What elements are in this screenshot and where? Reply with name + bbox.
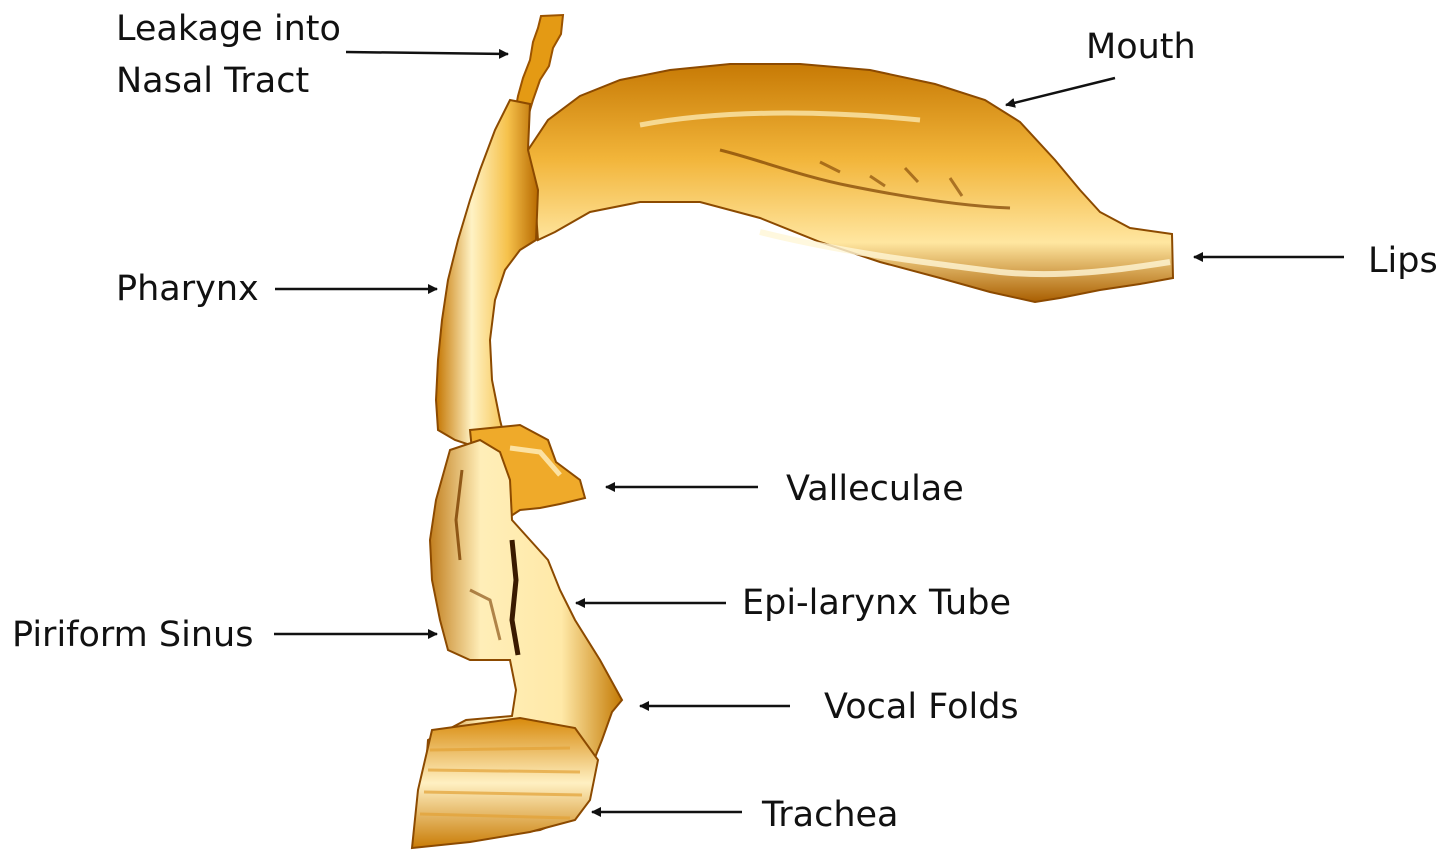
- label-leakage-line1: Leakage into: [116, 9, 341, 49]
- label-piriform: Piriform Sinus: [12, 615, 253, 655]
- vocal-tract-shape: [412, 15, 1173, 848]
- label-vocal-folds: Vocal Folds: [824, 687, 1019, 727]
- label-lips: Lips: [1368, 241, 1438, 281]
- label-leakage-line2: Nasal Tract: [116, 61, 309, 101]
- mouth-region: [528, 64, 1173, 302]
- trachea-region: [412, 718, 598, 848]
- label-trachea: Trachea: [761, 795, 898, 835]
- arrow-mouth: [1006, 78, 1115, 105]
- arrow-leakage: [346, 52, 508, 54]
- label-pharynx: Pharynx: [116, 269, 259, 309]
- pharynx-region: [436, 100, 538, 445]
- label-epi-larynx: Epi-larynx Tube: [742, 583, 1011, 623]
- label-valleculae: Valleculae: [786, 469, 964, 509]
- label-mouth: Mouth: [1086, 27, 1196, 67]
